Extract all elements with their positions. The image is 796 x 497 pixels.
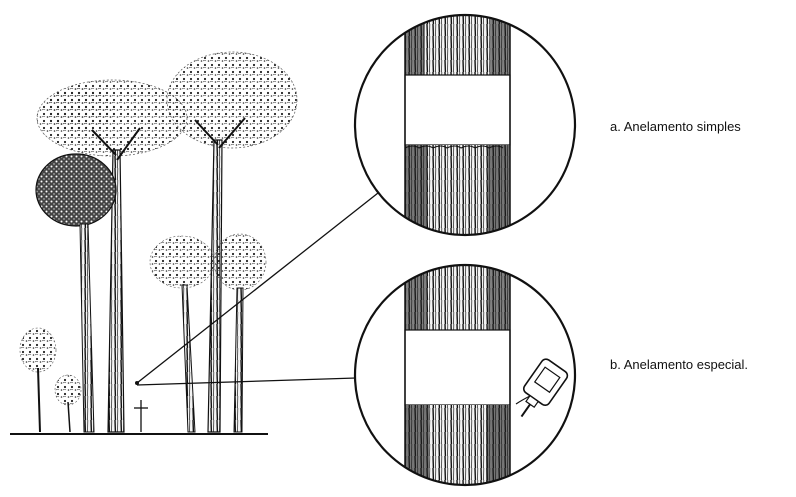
forest-scene (10, 51, 298, 435)
label-simple-girdling: a. Anelamento simples (610, 119, 741, 134)
tall-tree-1 (36, 79, 188, 433)
label-special-girdling: b. Anelamento especial. (610, 357, 749, 372)
detail-circle-b (353, 263, 577, 487)
callout-lines (136, 192, 379, 386)
medium-tree-2 (213, 233, 267, 433)
herbicide-stream (515, 395, 531, 405)
cross-marker (134, 400, 148, 432)
dark-tree (35, 153, 117, 433)
detail-circle-a (353, 13, 577, 237)
callout-line-a (136, 192, 379, 384)
tall-tree-2 (166, 51, 298, 433)
small-tree-2 (54, 374, 82, 433)
callout-line-b (136, 377, 357, 386)
herbicide-bottle-icon (520, 358, 569, 418)
small-tree-1 (19, 327, 57, 433)
medium-tree-1 (149, 235, 215, 433)
